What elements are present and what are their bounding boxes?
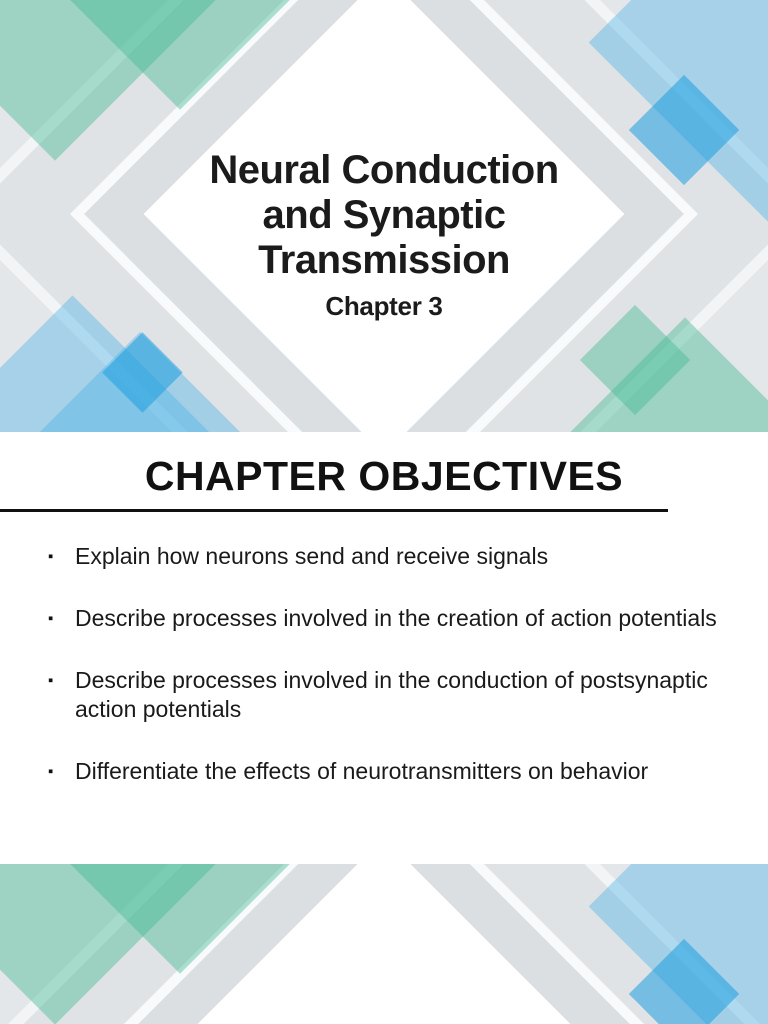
objective-item: ▪ Describe processes involved in the con…	[48, 666, 752, 724]
slide-title-line-2: and Synaptic	[262, 193, 506, 238]
title-block: Neural Conduction and Synaptic Transmiss…	[0, 148, 768, 322]
slide-title-line-1: Neural Conduction	[209, 148, 559, 192]
objectives-slide: CHAPTER OBJECTIVES ▪ Explain how neurons…	[0, 432, 768, 864]
objective-item: ▪ Differentiate the effects of neurotran…	[48, 757, 752, 786]
bullet-icon: ▪	[48, 763, 54, 781]
objectives-heading: CHAPTER OBJECTIVES	[144, 453, 624, 499]
objective-text: Describe processes involved in the creat…	[75, 605, 717, 632]
slide-title-line-3: Transmission	[258, 238, 510, 283]
objective-text: Differentiate the effects of neurotransm…	[75, 758, 649, 785]
objective-text: Describe processes involved in the condu…	[75, 667, 708, 723]
slide-title: Neural Conduction and Synaptic Transmiss…	[0, 148, 768, 284]
objectives-list: ▪ Explain how neurons send and receive s…	[0, 542, 768, 786]
heading-underline	[0, 509, 668, 513]
next-slide-partial	[0, 864, 768, 1024]
objective-item: ▪ Describe processes involved in the cre…	[48, 604, 752, 633]
bullet-icon: ▪	[48, 610, 54, 628]
objective-text: Explain how neurons send and receive sig…	[75, 543, 549, 570]
next-slide-background	[0, 864, 768, 1024]
title-slide: Neural Conduction and Synaptic Transmiss…	[0, 0, 768, 432]
objective-item: ▪ Explain how neurons send and receive s…	[48, 542, 752, 571]
bullet-icon: ▪	[48, 672, 54, 690]
bullet-icon: ▪	[48, 548, 54, 566]
title-slide-background	[0, 0, 768, 432]
slide-subtitle: Chapter 3	[325, 290, 443, 321]
